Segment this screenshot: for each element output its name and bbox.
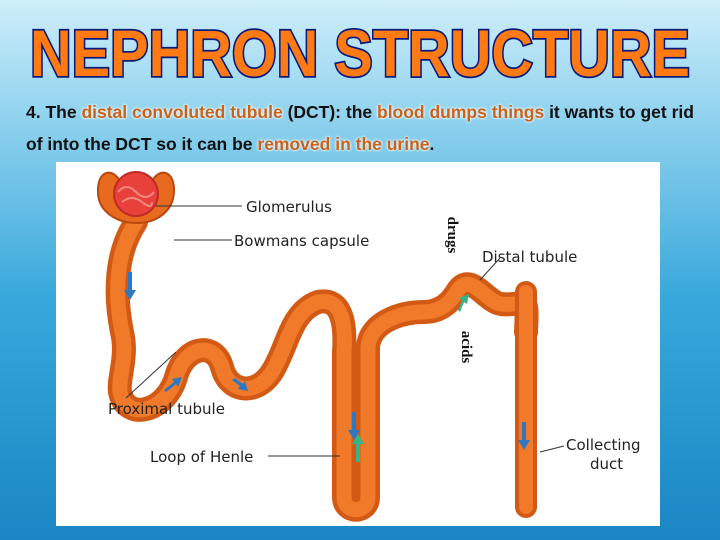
term-distal-convoluted-tubule: distal convoluted tubule — [81, 102, 283, 122]
arrow-icon — [352, 434, 364, 462]
nephron-diagram-panel: Glomerulus Bowmans capsule Distal tubule… — [56, 162, 660, 526]
label-acids: acids — [458, 331, 474, 364]
label-loop-of-henle: Loop of Henle — [150, 448, 253, 466]
nephron-tubule — [105, 210, 539, 522]
term-blood-dumps-things: blood dumps things — [377, 102, 545, 122]
term-removed-in-urine: removed in the urine — [257, 134, 430, 154]
label-distal-tubule: Distal tubule — [482, 248, 577, 266]
flow-arrows — [124, 272, 530, 462]
nephron-diagram: Glomerulus Bowmans capsule Distal tubule… — [96, 171, 641, 522]
collecting-leader — [539, 445, 565, 453]
arrow-icon — [164, 377, 182, 392]
arrow-icon — [232, 378, 248, 391]
label-bowmans-capsule: Bowmans capsule — [234, 232, 369, 250]
arrow-icon — [458, 294, 469, 312]
distal-leader — [479, 257, 501, 281]
arrow-icon — [124, 272, 136, 300]
caption-lead: 4. The — [26, 102, 82, 122]
proximal-leader — [125, 351, 177, 399]
label-collecting-duct-2: duct — [590, 455, 623, 473]
label-glomerulus: Glomerulus — [246, 198, 332, 216]
caption-end: . — [429, 134, 435, 154]
arrow-icon — [348, 412, 360, 440]
label-drugs: drugs — [444, 217, 460, 254]
caption-text: 4. The distal convoluted tubule (DCT): t… — [26, 96, 706, 160]
label-proximal-tubule: Proximal tubule — [108, 400, 225, 418]
page-title: NEPHRON STRUCTURE — [30, 16, 690, 90]
arrow-icon — [518, 422, 530, 450]
caption-part2: (DCT): the — [282, 102, 377, 122]
label-collecting-duct-1: Collecting — [566, 436, 641, 454]
title-banner: NEPHRON STRUCTURE — [28, 14, 692, 92]
glomerulus-shape — [113, 171, 159, 217]
caption-part3: it wants to get rid of into the DCT so i… — [26, 102, 694, 154]
